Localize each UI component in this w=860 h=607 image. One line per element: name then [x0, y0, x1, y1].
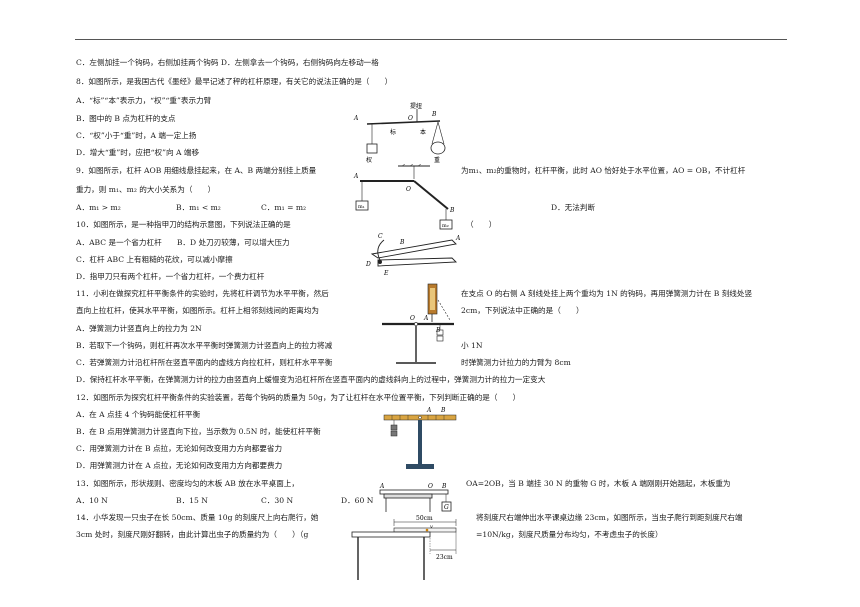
fig9-label-a: A: [353, 173, 359, 180]
option-13b: B．15 N: [176, 496, 208, 505]
option-9d: D．无法判断: [551, 203, 596, 212]
figure-8-steelyard: 提纽 A O B 权 标 本 重: [353, 102, 446, 164]
fig14-label-ext: 23cm: [436, 554, 453, 561]
fig8-label-ben: 本: [420, 128, 426, 136]
fig10-label-d: D: [365, 261, 371, 268]
question-14: 14．小华发现一只虫子在长 50cm、质量 10g 的刻度尺上向右爬行，她: [76, 513, 319, 522]
fig8-label-biao: 标: [390, 128, 396, 136]
fig8-label-o: O: [408, 115, 413, 122]
fig12-label-b: B: [440, 407, 446, 414]
figure-9-bent-lever: A O B m₁ m₂: [353, 164, 455, 230]
fig12-label-a: A: [426, 407, 432, 414]
question-13: 13．如图所示，形状规则、密度均匀的木板 AB 放在水平桌面上，: [76, 479, 299, 488]
question-11-cont: 在支点 O 的右侧 A 刻线处挂上两个重均为 1N 的钩码，再用弹簧测力计在 B…: [461, 289, 753, 298]
fig9-label-m1: m₁: [358, 204, 365, 210]
option-11c: C．若弹簧测力计沿杠杆所在竖直平面内的虚线方向拉杠杆，则杠杆水平平衡: [76, 358, 333, 367]
option-8c: C．“权”小于“重”时，A 端一定上扬: [76, 131, 197, 140]
option-11a: A．弹簧测力计竖直向上的拉力为 2N: [76, 324, 202, 333]
question-14-cont: 将刻度尺右端伸出水平课桌边缘 23cm，如图所示，当虫子爬行到距刻度尺右端: [476, 513, 743, 522]
option-12c: C．用弹簧测力计在 B 点拉，无论如何改变用力方向都要省力: [76, 444, 283, 453]
option-8b: B．图中的 B 点为杠杆的支点: [76, 114, 176, 123]
question-11: 11．小利在做探究杠杆平衡条件的实验时，先将杠杆调节为水平平衡，然后: [76, 289, 329, 298]
fig9-label-b: B: [449, 207, 455, 214]
option-8d: D．增大“重”时，应把“权”向 A 端移: [76, 148, 200, 157]
fig13-label-b: B: [441, 483, 447, 490]
fig14-label-v: v: [430, 524, 433, 530]
figure-10-nail-clipper: C B A D E: [365, 233, 461, 276]
question-13-cont: OA=2OB，当 B 端挂 30 N 的重物 G 时，木板 A 端刚刚开始翘起，…: [466, 479, 731, 488]
fig10-label-a: A: [455, 235, 461, 242]
option-8a: A．“标”“本”表示力，“权”“重”表示力臂: [76, 96, 212, 105]
fig11-label-a: A: [423, 315, 429, 322]
fig13-label-a: A: [379, 483, 385, 490]
figure-12-lever-weights: A B: [383, 407, 457, 469]
fig13-label-g: G: [444, 504, 449, 511]
fig10-label-c: C: [378, 233, 383, 240]
option-9b: B．m₁ < m₂: [176, 203, 221, 212]
fig8-label-b: B: [431, 111, 437, 118]
question-11-line2-cont: 2cm，下列说法中正确的是（ ）: [461, 306, 584, 315]
question-14-line2-cont: =10N/kg，刻度尺质量分布均匀，不考虑虫子的长度）: [476, 530, 663, 539]
figure-13-board-table: A O B G: [379, 483, 452, 512]
option-9c: C．m₁ = m₂: [261, 203, 307, 212]
fig14-label-length: 50cm: [416, 515, 433, 522]
option-9a: A．m₁ > m₂: [76, 203, 121, 212]
option-12b: B．在 B 点用弹簧测力计竖直向下拉，当示数为 0.5N 时，能使杠杆平衡: [76, 427, 321, 436]
option-10ab: A．ABC 是一个省力杠杆 B．D 处刀刃较薄，可以增大压力: [76, 238, 290, 247]
question-9-line2: 重力，则 m₁、m₂ 的大小关系为（ ）: [76, 185, 216, 194]
fig8-label-quan: 权: [366, 156, 372, 164]
question-9-cont: 为m₁、m₂的重物时，杠杆平衡，此时 AO 恰好处于水平位置，AO = OB，不…: [461, 166, 746, 175]
option-12d: D．用弹簧测力计在 A 点拉，无论如何改变用力方向都要费力: [76, 461, 283, 470]
figure-14-ruler-desk: 50cm v 23cm: [351, 515, 457, 580]
option-10c: C．杠杆 ABC 上有粗糙的花纹，可以减小摩擦: [76, 255, 233, 264]
figure-11-lever-spring-scale: O A B: [382, 283, 454, 364]
fig9-label-o: O: [406, 186, 411, 193]
fig9-label-m2: m₂: [442, 223, 449, 229]
option-12a: A．在 A 点挂 4 个钩码能使杠杆平衡: [76, 410, 201, 419]
fig10-label-b: B: [399, 239, 405, 246]
option-13a: A．10 N: [76, 496, 108, 505]
option-11b: B．若取下一个钩码，则杠杆再次水平平衡时弹簧测力计竖直向上的拉力将减: [76, 341, 333, 350]
option-11c-cont: 时弹簧测力计拉力的力臂为 8cm: [461, 358, 571, 367]
option-11b-cont: 小 1N: [461, 341, 483, 350]
fig8-label-a: A: [353, 115, 359, 122]
fig10-label-e: E: [383, 270, 389, 276]
question-9: 9．如图所示，杠杆 AOB 用细线悬挂起来，在 A、B 两端分别挂上质量: [76, 166, 317, 175]
fig11-label-o: O: [410, 315, 415, 322]
question-10: 10．如图所示，是一种指甲刀的结构示意图，下列说法正确的是: [76, 220, 291, 229]
fig13-label-o: O: [428, 483, 433, 490]
option-11d: D．保持杠杆水平平衡，在弹簧测力计的拉力由竖直向上缓慢变为沿杠杆所在竖直平面内的…: [76, 375, 546, 384]
question-11-line2: 直向上拉杠杆，使其水平平衡，如图所示。杠杆上相邻刻线间的距离均为: [76, 306, 319, 315]
question-10-paren: （ ）: [466, 220, 497, 229]
text-line: C．左侧加挂一个钩码，右侧加挂两个钩码 D．左侧拿去一个钩码，右侧钩码向左移动一…: [76, 58, 379, 67]
option-13d: D．60 N: [341, 496, 374, 505]
option-10d: D．指甲刀只有两个杠杆，一个省力杠杆，一个费力杠杆: [76, 272, 265, 281]
header-rule: [75, 39, 787, 40]
fig11-label-b: B: [435, 327, 441, 334]
option-13c: C．30 N: [261, 496, 294, 505]
question-8: 8．如图所示，是我国古代《墨经》最早记述了秤的杠杆原理，有关它的说法正确的是（ …: [76, 77, 393, 86]
fig8-label-tiniu: 提纽: [410, 102, 422, 110]
question-14-line2: 3cm 处时，刻度尺刚好翻转，由此计算出虫子的质量约为（ ）（g: [76, 530, 309, 539]
fig8-label-zhong: 重: [434, 156, 440, 164]
question-12: 12．如图所示为探究杠杆平衡条件的实验装置，若每个钩码的质量为 50g，为了让杠…: [76, 393, 521, 402]
